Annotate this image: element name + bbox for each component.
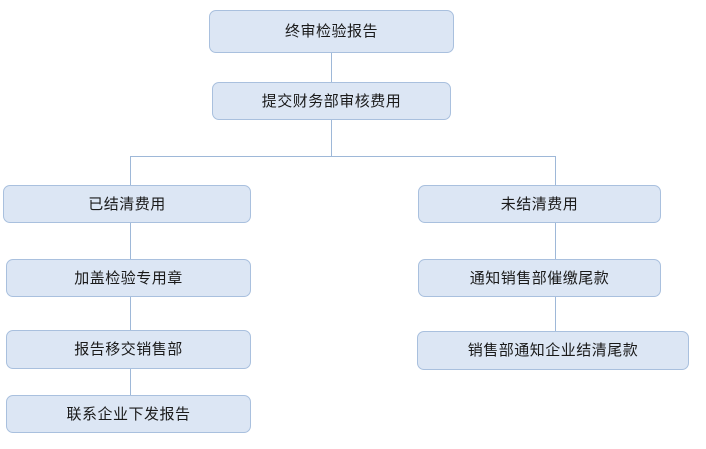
edge-finance-to-split-stem: [331, 119, 332, 157]
edge-settled-to-stamp: [130, 222, 131, 260]
node-label: 联系企业下发报告: [66, 404, 191, 423]
node-notify-sales-collect-balance[interactable]: 通知销售部催缴尾款: [418, 259, 661, 297]
node-label: 已结清费用: [88, 194, 166, 213]
node-label: 终审检验报告: [284, 22, 378, 40]
edge-notify-to-sales-notice: [555, 296, 556, 331]
node-contact-company-issue-report[interactable]: 联系企业下发报告: [6, 395, 251, 433]
edge-split-bus: [130, 156, 556, 157]
node-label: 未结清费用: [500, 194, 579, 213]
edge-unsettled-to-notify: [555, 222, 556, 260]
node-submit-finance-review[interactable]: 提交财务部审核费用: [212, 82, 451, 120]
node-settled-fees[interactable]: 已结清费用: [3, 185, 251, 223]
node-label: 提交财务部审核费用: [261, 91, 402, 110]
node-apply-inspection-seal[interactable]: 加盖检验专用章: [6, 259, 251, 297]
edge-stamp-to-transfer: [130, 296, 131, 331]
edge-split-to-settled: [130, 156, 131, 186]
edge-split-to-unsettled: [555, 156, 556, 186]
node-label: 报告移交销售部: [74, 340, 183, 358]
node-label: 加盖检验专用章: [74, 268, 183, 287]
node-sales-notify-company-settle[interactable]: 销售部通知企业结清尾款: [417, 331, 689, 370]
edge-transfer-to-deliver: [130, 368, 131, 396]
node-final-inspection-report[interactable]: 终审检验报告: [209, 10, 454, 53]
node-transfer-report-to-sales[interactable]: 报告移交销售部: [6, 330, 251, 369]
node-label: 销售部通知企业结清尾款: [467, 341, 639, 359]
node-unsettled-fees[interactable]: 未结清费用: [418, 185, 661, 223]
node-label: 通知销售部催缴尾款: [469, 268, 610, 287]
edge-report-to-finance: [331, 52, 332, 83]
